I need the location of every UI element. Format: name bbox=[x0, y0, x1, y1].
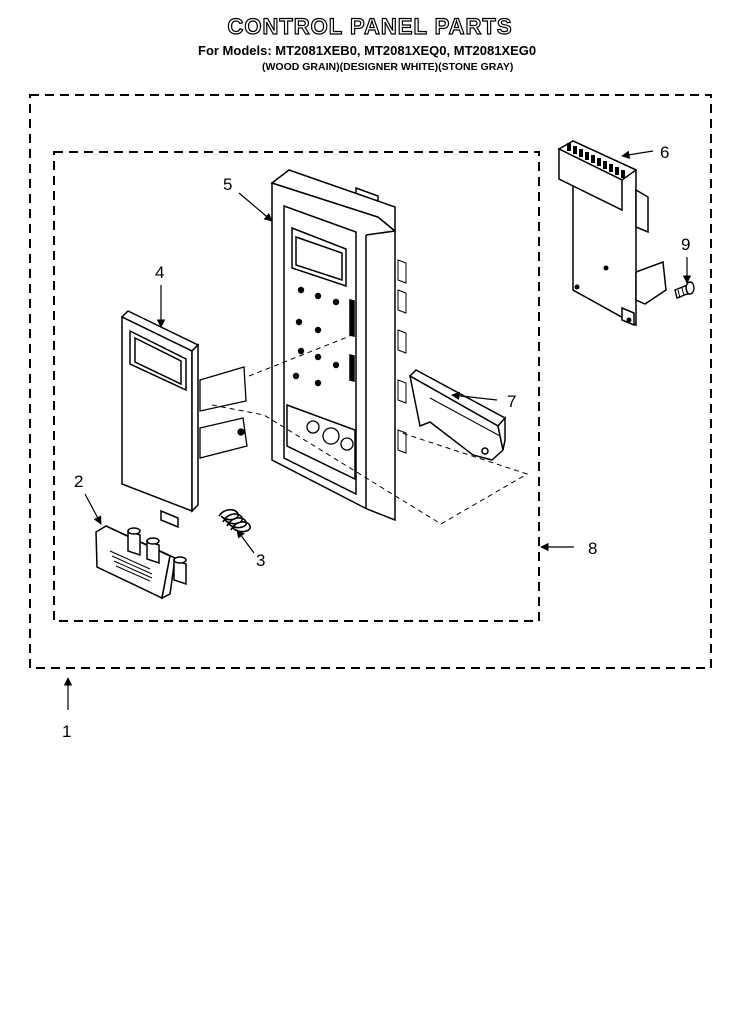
leader-arrows bbox=[63, 150, 692, 710]
callout-7: 7 bbox=[507, 392, 516, 411]
touch-panel-overlay bbox=[120, 310, 200, 529]
dial-openings bbox=[306, 420, 354, 451]
callout-3: 3 bbox=[256, 551, 265, 570]
callout-2: 2 bbox=[74, 472, 83, 491]
callout-4: 4 bbox=[155, 263, 164, 282]
keypad-buttons bbox=[292, 286, 340, 387]
assembly-lines bbox=[211, 335, 529, 525]
knob-assembly bbox=[95, 525, 187, 600]
callout-5: 5 bbox=[223, 175, 232, 194]
finish-list: (WOOD GRAIN)(DESIGNER WHITE)(STONE GRAY) bbox=[262, 61, 514, 73]
board-connector-pins bbox=[567, 143, 632, 323]
page-title: CONTROL PANEL PARTS bbox=[227, 13, 513, 39]
callout-9: 9 bbox=[681, 235, 690, 254]
model-list: For Models: MT2081XEB0, MT2081XEQ0, MT20… bbox=[198, 43, 537, 58]
callout-1: 1 bbox=[62, 722, 71, 741]
spring bbox=[218, 508, 251, 533]
callout-6: 6 bbox=[660, 143, 669, 162]
callout-8: 8 bbox=[588, 539, 597, 558]
latch-lever bbox=[408, 369, 507, 461]
mounting-bracket bbox=[199, 366, 248, 459]
outer-assembly-box bbox=[29, 94, 712, 669]
inner-assembly-box bbox=[53, 151, 540, 622]
screw bbox=[674, 281, 695, 299]
control-panel-housing bbox=[270, 169, 407, 522]
